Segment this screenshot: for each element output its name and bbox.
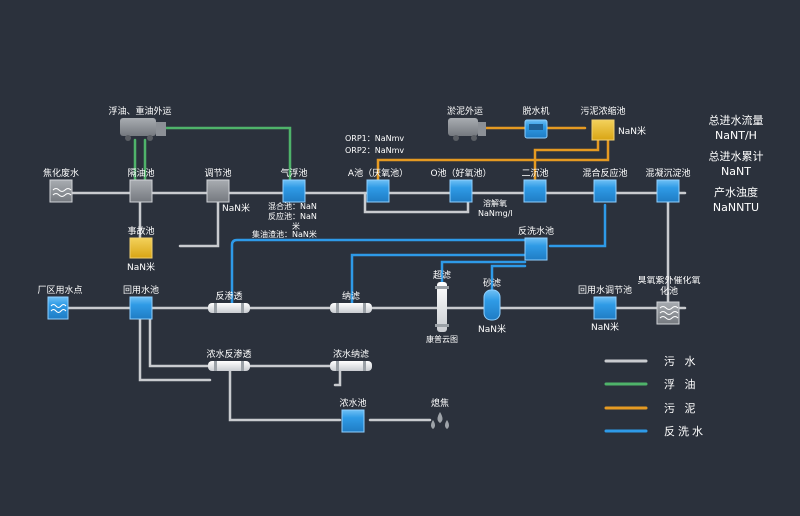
uf-column: [435, 282, 449, 332]
dewatering-machine: [524, 119, 548, 139]
backwash-tank: [524, 237, 548, 261]
conc-ro-label: 浓水反渗透: [206, 348, 251, 360]
oil-outflow-label: 浮油、重油外运: [108, 105, 171, 117]
ro-membrane: [208, 303, 250, 313]
react-tank-unit: 米: [292, 221, 300, 231]
nf-label: 纳滤: [342, 290, 360, 302]
regulating-tank-value: NaN米: [222, 202, 250, 214]
coke-quench-label: 熄焦: [431, 397, 449, 409]
total-label: 总进水累计: [709, 149, 764, 163]
sludge-outflow-label: 淤泥外运: [447, 105, 483, 117]
legend-item-sewage: 污 水: [604, 355, 699, 368]
sludge-pipes: [376, 126, 610, 182]
o-tank: [449, 179, 473, 203]
a-tank: [366, 179, 390, 203]
coag-settling-tank: [656, 179, 680, 203]
inflow-label: 总进水流量: [709, 113, 764, 127]
ro-label: 反渗透: [215, 290, 242, 302]
sludge-thickening-tank: [591, 119, 615, 141]
sludge-truck: [448, 118, 486, 141]
accident-tank: [129, 237, 153, 259]
sludge-thickening-value: NaN米: [618, 125, 646, 137]
coking-wastewater-label: 焦化废水: [43, 167, 79, 179]
air-flotation-tank: [282, 179, 306, 203]
reuse-tank: [129, 296, 153, 320]
scum-tank-reading: 集油渣池：NaN米: [252, 229, 317, 239]
plant-water-tank: [47, 296, 69, 320]
plant-water-label: 厂区用水点: [37, 284, 82, 296]
reuse-tank-label: 回用水池: [123, 284, 159, 296]
air-flotation-label: 气浮池: [280, 167, 307, 179]
coke-quench-icon: [431, 412, 449, 429]
sludge-thickening-label: 污泥浓缩池: [580, 105, 625, 117]
sand-filter: [483, 289, 501, 321]
regulating-tank-label: 调节池: [204, 167, 231, 179]
legend: 污 水 浮 油 污 泥 反洗水: [604, 355, 706, 438]
oil-outflow-truck: [120, 118, 166, 141]
inflow-value: NaNT/H: [715, 129, 757, 142]
sand-filter-value: NaN米: [478, 323, 506, 335]
oil-separation-label: 隔油池: [127, 167, 154, 179]
legend-sewage-label: 污 水: [664, 355, 699, 368]
secondary-settling-label: 二沉池: [521, 167, 548, 179]
oil-pipes: [133, 126, 292, 182]
a-tank-label: A池（厌氧池）: [348, 167, 408, 179]
brand-caption: 康普云图: [426, 334, 458, 344]
mix-reaction-tank: [593, 179, 617, 203]
dewatering-label: 脱水机: [522, 105, 549, 117]
accident-tank-label: 事故池: [127, 225, 154, 237]
sand-filter-label: 砂滤: [483, 277, 501, 289]
reuse-regulating-value: NaN米: [591, 321, 619, 333]
conc-ro-membrane: [208, 361, 250, 371]
orp2-reading: ORP2：NaNmv: [345, 146, 404, 155]
reuse-regulating-label: 回用水调节池: [578, 284, 632, 296]
mix-tank-reading: 混合池：NaN: [268, 201, 317, 211]
conc-tank: [341, 409, 365, 433]
ozone-catalytic-label-box: 臭氧紫外催化氧化池: [637, 276, 701, 297]
legend-sludge-label: 污 泥: [664, 402, 699, 415]
conc-nf-label: 浓水纳滤: [333, 348, 369, 360]
dissolved-oxygen-value: NaNmg/l: [478, 209, 513, 218]
legend-oil-label: 浮 油: [664, 377, 699, 391]
coking-wastewater-tank: [49, 179, 73, 203]
conc-tank-label: 浓水池: [339, 397, 366, 409]
react-tank-reading: 反应池：NaN: [268, 211, 317, 221]
nf-membrane: [330, 303, 372, 313]
o-tank-label: O池（好氧池）: [430, 167, 491, 179]
accident-tank-value: NaN米: [127, 261, 155, 273]
ozone-catalytic-label: 臭氧紫外催化氧化池: [637, 276, 701, 297]
stats-panel: 总进水流量 NaNT/H 总进水累计 NaNT 产水浊度 NaNNTU: [709, 113, 764, 214]
mix-reaction-label: 混合反应池: [582, 167, 627, 179]
turbidity-value: NaNNTU: [713, 201, 759, 214]
conc-nf-membrane: [330, 361, 372, 371]
reuse-regulating-tank: [593, 296, 617, 320]
legend-item-backwash: 反洗水: [604, 425, 706, 438]
secondary-settling-tank: [523, 179, 547, 203]
legend-item-oil: 浮 油: [604, 377, 699, 391]
legend-backwash-label: 反洗水: [664, 425, 706, 438]
backwash-tank-label: 反洗水池: [518, 225, 554, 237]
dissolved-oxygen-label: 溶解氧: [483, 198, 507, 208]
regulating-tank: [206, 179, 230, 203]
orp1-reading: ORP1：NaNmv: [345, 134, 404, 143]
coag-settling-label: 混凝沉淀池: [645, 167, 690, 179]
oil-separation-tank: [129, 179, 153, 203]
legend-item-sludge: 污 泥: [604, 402, 699, 415]
uf-label: 超滤: [433, 269, 451, 281]
total-value: NaNT: [721, 165, 751, 178]
ozone-catalytic-tank: [656, 301, 680, 325]
turbidity-label: 产水浊度: [714, 185, 758, 199]
